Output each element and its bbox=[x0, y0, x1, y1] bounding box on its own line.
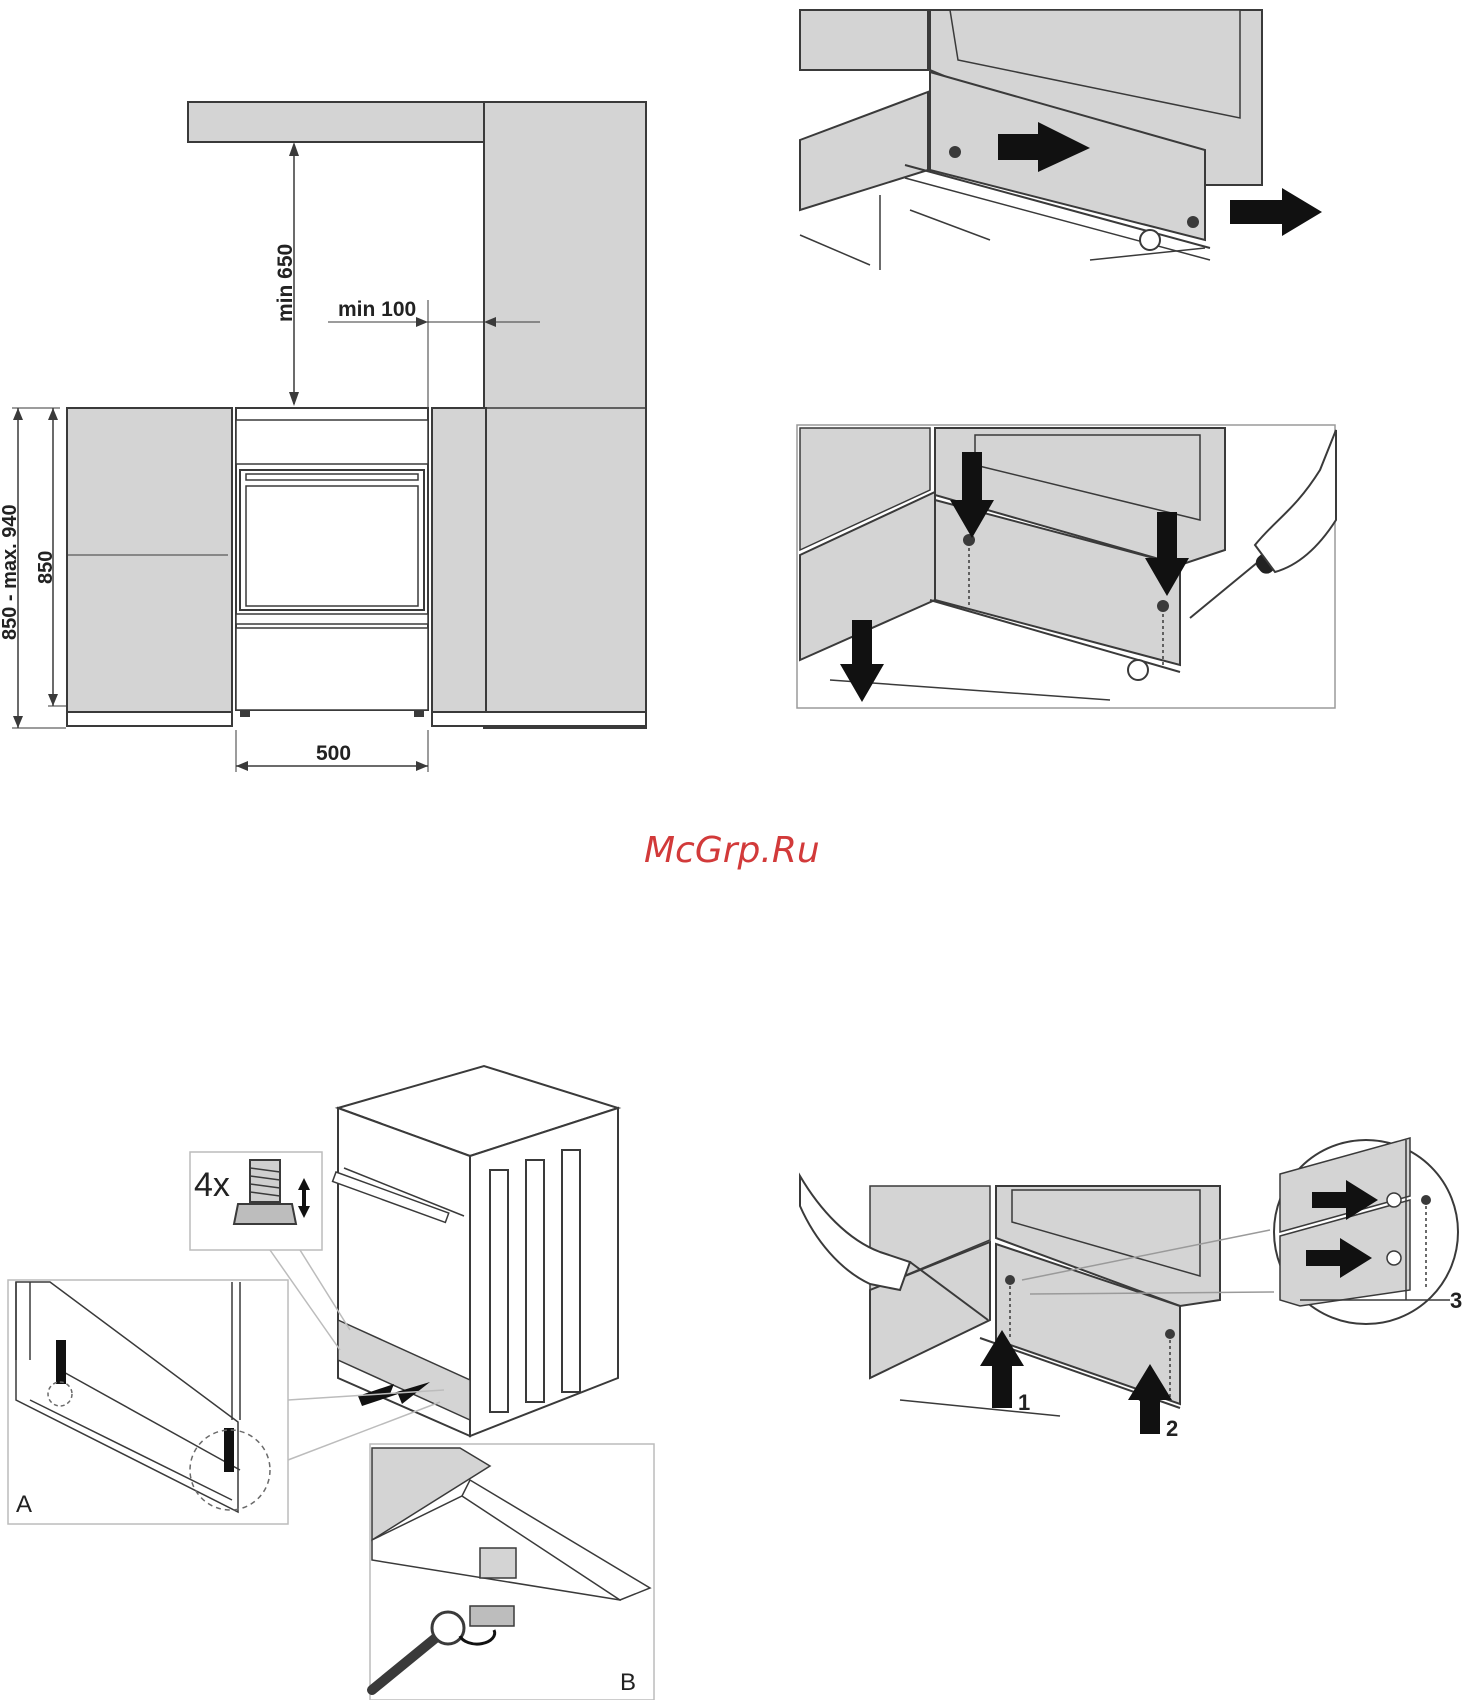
step-1-label: 1 bbox=[1018, 1390, 1030, 1415]
arrow-right-icon bbox=[1230, 188, 1322, 236]
upper-cabinet bbox=[188, 102, 488, 142]
cooker-front bbox=[236, 408, 428, 717]
watermark-text: McGrp.Ru bbox=[644, 830, 820, 871]
min-100-label: min 100 bbox=[338, 298, 416, 321]
detail-b-label: B bbox=[620, 1669, 636, 1696]
leveling-feet-figure: 4x A bbox=[8, 1066, 654, 1700]
detail-a-label: A bbox=[16, 1491, 32, 1518]
counter-height-label: 850 bbox=[35, 551, 57, 584]
step-3-label: 3 bbox=[1450, 1288, 1462, 1313]
tall-cabinet bbox=[484, 102, 646, 728]
right-base-cabinet bbox=[432, 408, 486, 726]
installation-dimensions-diagram: min 650 min 100 850 - max. 940 850 500 bbox=[0, 102, 646, 772]
stabiliser-fixing-figure: 1 2 3 bbox=[800, 1138, 1462, 1441]
step-2-label: 2 bbox=[1166, 1416, 1178, 1441]
cooker-width-label: 500 bbox=[316, 742, 351, 765]
min-650-label: min 650 bbox=[274, 244, 297, 322]
magnified-detail bbox=[1274, 1138, 1458, 1324]
height-range-label: 850 - max. 940 bbox=[0, 504, 21, 640]
plinth-screwing-figure bbox=[797, 425, 1336, 708]
left-base-cabinet bbox=[67, 408, 232, 726]
feet-quantity-label: 4x bbox=[194, 1166, 230, 1204]
plinth-removal-figure bbox=[800, 10, 1322, 270]
